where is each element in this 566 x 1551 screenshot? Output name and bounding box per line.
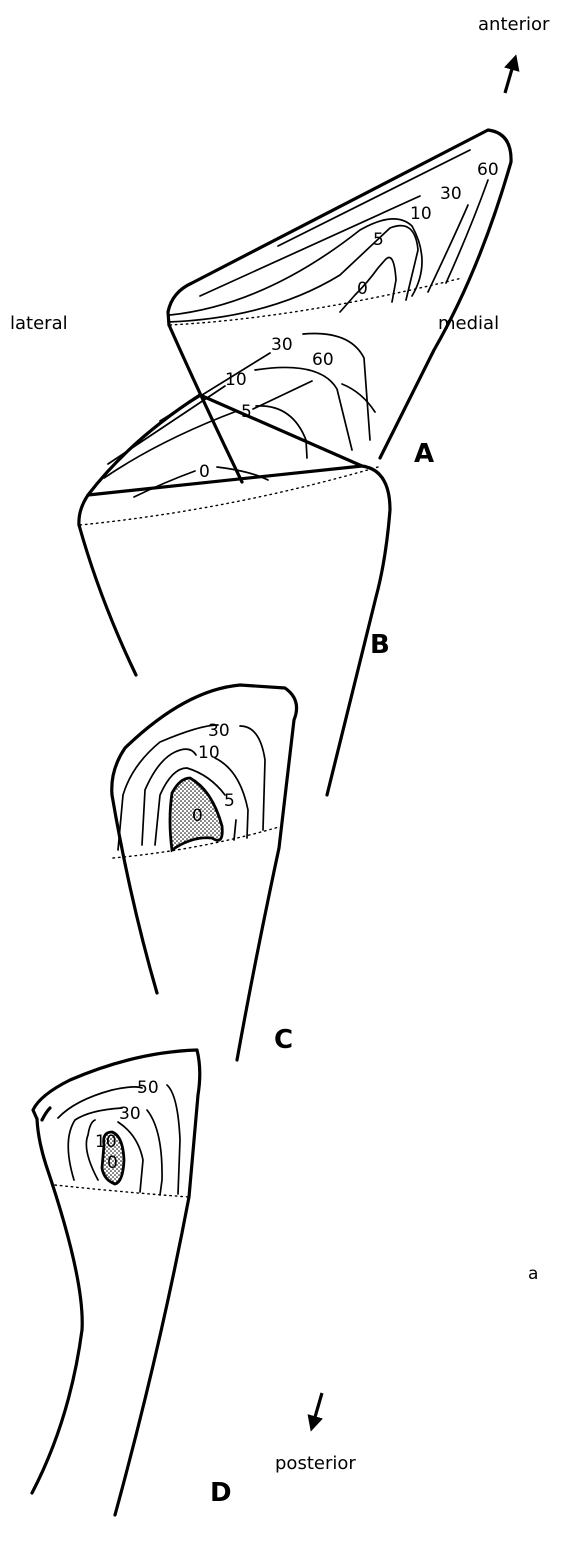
panel-b-outline <box>79 395 390 795</box>
anterior-label: anterior <box>478 14 550 35</box>
panel-d-lateral-edge <box>32 1119 82 1493</box>
panel-d: 50 30 10 0 D <box>32 1050 232 1515</box>
panel-b-contour-label-10: 10 <box>225 370 247 390</box>
panel-a-contour-label-30: 30 <box>440 184 462 204</box>
panel-a-contour-label-60: 60 <box>477 160 499 180</box>
lateral-label: lateral <box>10 313 68 334</box>
panel-b-contour-label-0: 0 <box>199 462 210 482</box>
panel-d-outline <box>33 1050 200 1515</box>
panel-a-contour-0 <box>340 258 396 313</box>
panel-b-label: B <box>370 630 390 660</box>
panel-a-lateral-edge <box>169 325 242 482</box>
panel-c-contour-label-30: 30 <box>208 721 230 741</box>
stray-letter: a <box>528 1264 538 1284</box>
posterior-label: posterior <box>275 1453 356 1474</box>
panel-b-contour-label-5: 5 <box>241 402 252 422</box>
panel-c-contour-label-0: 0 <box>192 806 203 826</box>
panel-c-contour-label-10: 10 <box>198 743 220 763</box>
panel-d-label: D <box>210 1478 232 1508</box>
panel-a-label: A <box>414 439 434 469</box>
panel-d-tissue-boundary <box>55 1185 189 1197</box>
panel-c-outline <box>112 685 297 1060</box>
panel-c: 30 10 5 0 C <box>112 685 297 1060</box>
panel-a-outline <box>168 130 511 458</box>
panel-b-contour-label-30: 30 <box>271 335 293 355</box>
panel-a: 60 30 10 5 0 A <box>168 130 511 482</box>
panel-c-lateral-edge <box>112 795 157 993</box>
panel-b-top-edge <box>88 466 362 495</box>
panel-d-contour-label-50: 50 <box>137 1078 159 1098</box>
panel-a-contour-label-10: 10 <box>410 204 432 224</box>
panel-c-label: C <box>274 1025 293 1055</box>
panel-b-tissue-boundary <box>80 467 378 525</box>
panel-a-contour-label-5: 5 <box>373 230 384 250</box>
panel-d-contour-label-0: 0 <box>107 1153 118 1173</box>
panel-a-contour-label-0: 0 <box>357 279 368 299</box>
panel-b: 60 30 10 5 0 B <box>79 334 390 796</box>
panel-c-contour-label-5: 5 <box>224 791 235 811</box>
panel-b-lateral-edge <box>79 525 136 675</box>
posterior-arrow <box>313 1393 322 1424</box>
panel-b-contour-label-60: 60 <box>312 350 334 370</box>
anterior-arrow <box>505 62 514 93</box>
panel-d-contour-label-10: 10 <box>95 1132 117 1152</box>
panel-d-inner-wall <box>42 1108 50 1120</box>
panel-d-contour-label-30: 30 <box>119 1104 141 1124</box>
